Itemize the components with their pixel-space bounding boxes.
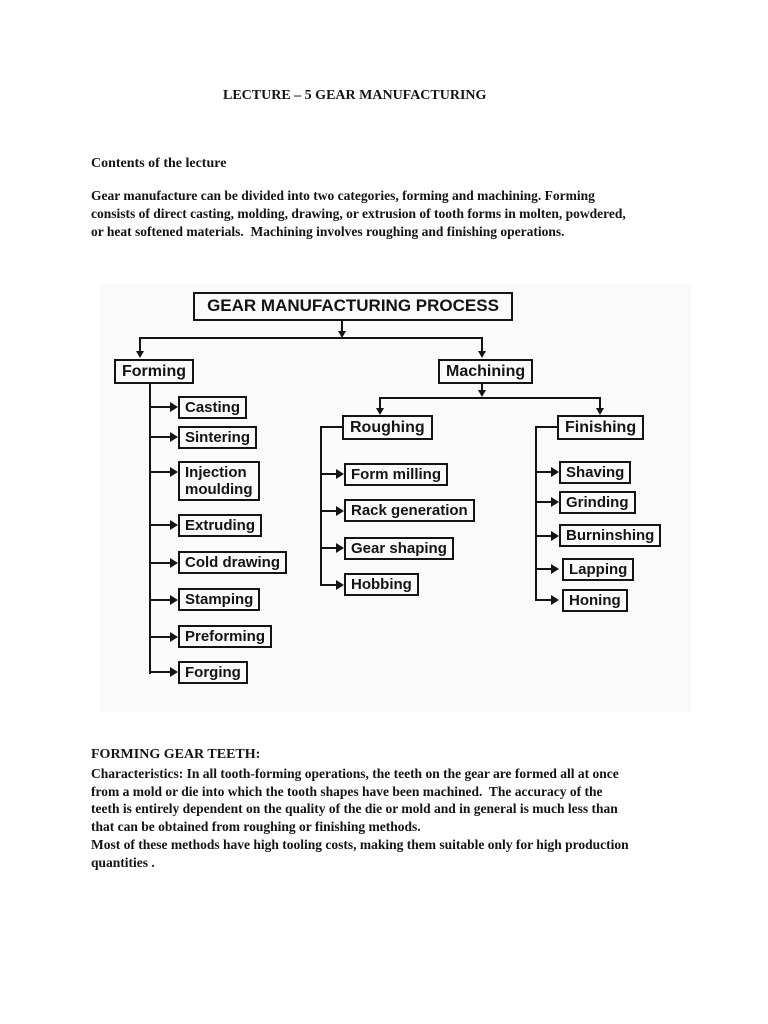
arrow-down-icon <box>478 351 486 358</box>
node-forming: Forming <box>114 359 194 384</box>
connector-to-roughing <box>379 399 381 408</box>
intro-paragraph: Gear manufacture can be divided into two… <box>91 187 626 241</box>
arrow-right-icon <box>170 402 178 412</box>
body-line: Characteristics: In all tooth-forming op… <box>91 766 619 781</box>
intro-line: Gear manufacture can be divided into two… <box>91 188 595 203</box>
arrow-right-icon <box>170 467 178 477</box>
flowchart-figure-background <box>100 284 691 712</box>
body-line: from a mold or die into which the tooth … <box>91 783 603 799</box>
arrow-right-icon <box>551 531 559 541</box>
node-gear-manufacturing-process: GEAR MANUFACTURING PROCESS <box>193 292 513 321</box>
arrow-right-icon <box>170 558 178 568</box>
node-injection-moulding: Injection moulding <box>178 461 260 501</box>
connector-branch <box>149 471 170 473</box>
connector-branch <box>320 584 336 586</box>
node-extruding: Extruding <box>178 514 262 537</box>
body-line: that can be obtained from roughing or fi… <box>91 819 421 835</box>
connector-branch <box>535 471 551 473</box>
arrow-right-icon <box>336 580 344 590</box>
connector-machining-stem <box>481 384 483 391</box>
node-hobbing: Hobbing <box>344 573 419 596</box>
connector-branch <box>149 562 170 564</box>
node-gear-shaping: Gear shaping <box>344 537 454 560</box>
connector-machining-split <box>379 397 601 399</box>
page-title: LECTURE – 5 GEAR MANUFACTURING <box>223 88 487 103</box>
arrow-down-icon <box>376 408 384 415</box>
arrow-right-icon <box>336 506 344 516</box>
arrow-right-icon <box>551 497 559 507</box>
connector-branch <box>320 547 336 549</box>
arrow-right-icon <box>551 595 559 605</box>
arrow-right-icon <box>170 520 178 530</box>
arrow-down-icon <box>338 331 346 338</box>
node-rack-generation: Rack generation <box>344 499 475 522</box>
intro-line: or heat softened materials. Machining in… <box>91 224 565 239</box>
connector-main-split <box>139 337 483 339</box>
forming-gear-teeth-heading: FORMING GEAR TEETH: <box>91 747 261 762</box>
connector-root-stem <box>341 321 343 331</box>
arrow-down-icon <box>478 390 486 397</box>
intro-line: consists of direct casting, molding, dra… <box>91 206 626 221</box>
connector-branch <box>535 568 551 570</box>
connector-forming-trunk <box>149 384 151 674</box>
node-casting: Casting <box>178 396 248 419</box>
connector-branch <box>149 636 170 638</box>
arrow-right-icon <box>170 667 178 677</box>
connector-to-machining <box>481 339 483 351</box>
node-shaving: Shaving <box>559 461 632 484</box>
arrow-right-icon <box>170 595 178 605</box>
contents-heading: Contents of the lecture <box>91 156 227 171</box>
connector-branch <box>149 599 170 601</box>
arrow-down-icon <box>136 351 144 358</box>
node-grinding: Grinding <box>559 491 636 514</box>
arrow-right-icon <box>170 632 178 642</box>
body-line: Most of these methods have high tooling … <box>91 836 629 852</box>
connector-to-finishing <box>599 399 601 408</box>
connector-to-forming <box>139 339 141 351</box>
node-preforming: Preforming <box>178 625 273 648</box>
connector-branch <box>535 535 551 537</box>
connector-branch <box>149 406 170 408</box>
node-burninshing: Burninshing <box>559 524 662 547</box>
node-cold-drawing: Cold drawing <box>178 551 287 574</box>
arrow-right-icon <box>170 432 178 442</box>
arrow-right-icon <box>336 469 344 479</box>
node-stamping: Stamping <box>178 588 261 611</box>
connector-branch <box>149 671 170 673</box>
connector-branch <box>535 501 551 503</box>
connector-roughing-trunk <box>320 426 322 586</box>
node-honing: Honing <box>562 589 628 612</box>
node-form-milling: Form milling <box>344 463 448 486</box>
node-roughing: Roughing <box>342 415 433 440</box>
connector-branch <box>149 436 170 438</box>
connector-finishing-top <box>535 426 558 428</box>
body-line: quantities . <box>91 854 155 870</box>
node-machining: Machining <box>438 359 534 384</box>
arrow-right-icon <box>336 543 344 553</box>
body-line: teeth is entirely dependent on the quali… <box>91 801 618 817</box>
arrow-right-icon <box>551 564 559 574</box>
connector-branch <box>535 599 551 601</box>
node-sintering: Sintering <box>178 426 258 449</box>
node-finishing: Finishing <box>557 415 645 440</box>
arrow-right-icon <box>551 467 559 477</box>
forming-gear-teeth-paragraph: Characteristics: In all tooth-forming op… <box>91 765 629 871</box>
connector-roughing-top <box>320 426 343 428</box>
arrow-down-icon <box>596 408 604 415</box>
connector-branch <box>320 510 336 512</box>
connector-branch <box>149 524 170 526</box>
node-forging: Forging <box>178 661 248 684</box>
connector-finishing-trunk <box>535 426 537 601</box>
node-lapping: Lapping <box>562 558 635 581</box>
connector-branch <box>320 473 336 475</box>
